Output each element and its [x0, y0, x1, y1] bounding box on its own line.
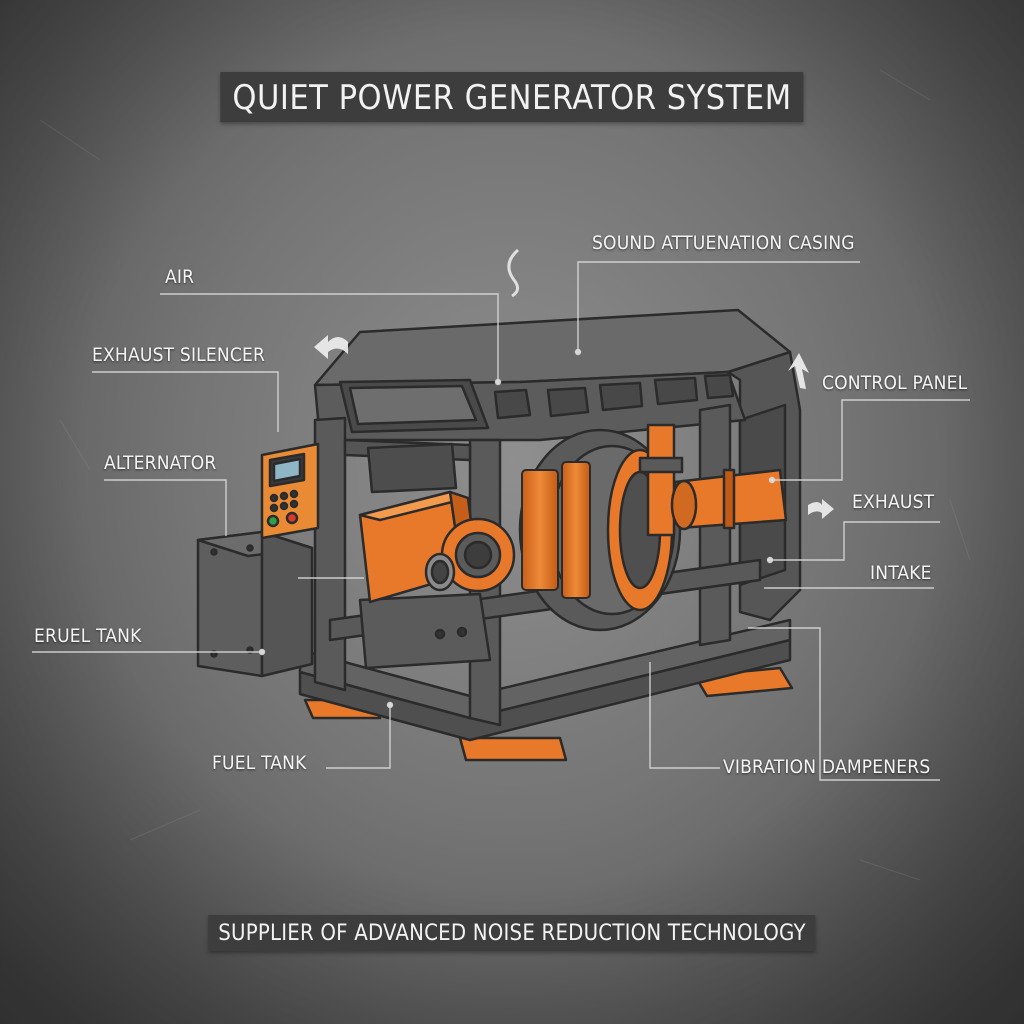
- vertical-pipe: [646, 423, 676, 537]
- page-title: QUIET POWER GENERATOR SYSTEM: [220, 72, 804, 122]
- flow-swirl-icon: [507, 248, 520, 298]
- label-intake: INTAKE: [870, 562, 932, 584]
- flow-arrow-right-icon: [808, 499, 834, 519]
- footer-tagline: SUPPLIER OF ADVANCED NOISE REDUCTION TEC…: [208, 915, 816, 951]
- label-fuel-tank: FUEL TANK: [212, 752, 307, 774]
- label-air: AIR: [165, 266, 195, 288]
- flow-arrow-left-icon: [314, 335, 348, 359]
- label-exhaust-silencer: EXHAUST SILENCER: [92, 344, 266, 366]
- engine-block: [358, 592, 492, 670]
- background-scratches: [39, 69, 971, 881]
- generator-machine: [196, 308, 802, 762]
- label-exhaust: EXHAUST: [852, 491, 935, 513]
- label-eruel-tank: ERUEL TANK: [34, 625, 142, 647]
- label-sound-attenuation-casing: SOUND ATTUENATION CASING: [592, 232, 855, 254]
- label-alternator: ALTERNATOR: [104, 452, 217, 474]
- leader-lines: [32, 261, 970, 781]
- flow-arrow-up-icon: [788, 353, 809, 389]
- frame-post-front-left: [313, 416, 347, 692]
- label-vibration-dampeners: VIBRATION DAMPENERS: [723, 756, 931, 778]
- dampener-pad: [458, 736, 568, 762]
- label-control-panel: CONTROL PANEL: [822, 372, 968, 394]
